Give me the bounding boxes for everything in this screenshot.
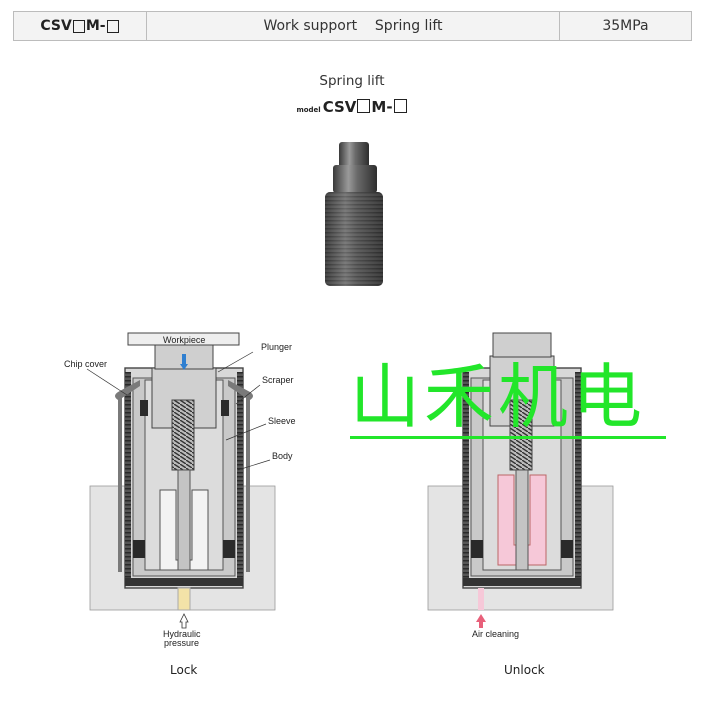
label-sleeve: Sleeve [268, 416, 296, 426]
placeholder-box-icon [357, 99, 371, 113]
label-body: Body [272, 451, 293, 461]
label-hydraulic-2: pressure [164, 638, 199, 648]
placeholder-box-icon [393, 99, 407, 113]
label-workpiece: Workpiece [163, 335, 205, 345]
header-model-prefix: CSV [40, 18, 72, 34]
caption-unlock: Unlock [504, 663, 545, 677]
placeholder-box-icon [72, 19, 85, 33]
header-model-cell: CSV M- [14, 12, 147, 40]
label-scraper: Scraper [262, 375, 294, 385]
watermark-text: 山禾机电 [350, 356, 646, 438]
unlock-diagram [427, 332, 614, 628]
header-category-cell: Work support Spring lift [147, 12, 560, 40]
placeholder-box-icon [106, 19, 119, 33]
caption-lock: Lock [170, 663, 198, 677]
product-photo [325, 142, 383, 286]
lock-diagram [86, 332, 276, 629]
label-hydraulic-1: Hydraulic [163, 629, 201, 639]
header-table: CSV M- Work support Spring lift 35MPa [13, 11, 692, 41]
label-air-cleaning: Air cleaning [472, 629, 519, 639]
label-chip-cover: Chip cover [64, 359, 107, 369]
model-mid: M- [371, 98, 393, 116]
label-plunger: Plunger [261, 342, 292, 352]
header-model-mid: M- [85, 18, 106, 34]
model-small-label: model [296, 106, 321, 114]
header-pressure-cell: 35MPa [602, 18, 649, 34]
model-prefix: CSV [322, 98, 357, 116]
watermark-underline [350, 436, 666, 439]
product-subtitle: Spring lift [319, 73, 385, 89]
